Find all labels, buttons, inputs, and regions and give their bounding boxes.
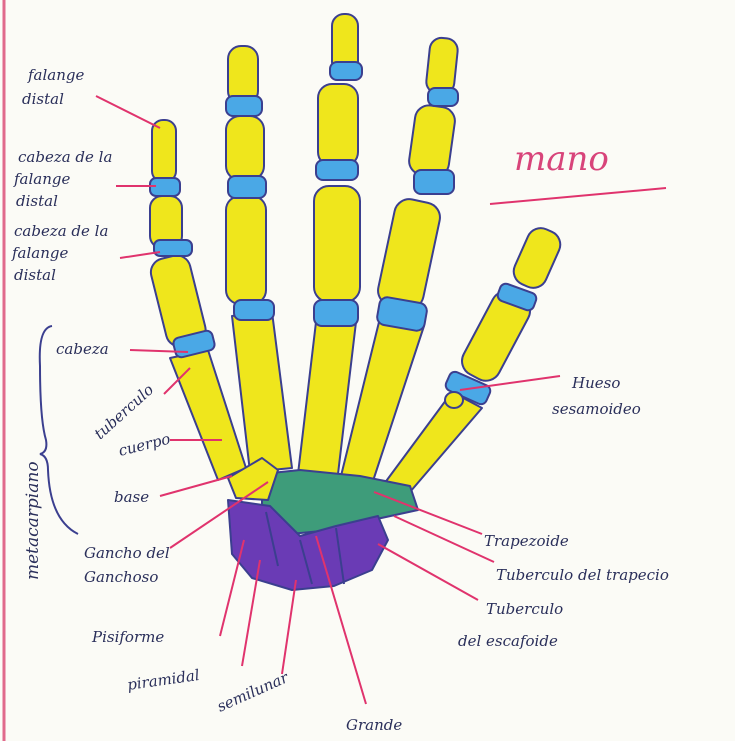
joint-finger3-b [316, 160, 358, 180]
label-cabeza: cabeza [56, 340, 109, 358]
label-tuberculo: tuberculo [91, 381, 157, 443]
finger2-middle [407, 104, 456, 179]
label-pisiforme: Pisiforme [91, 628, 164, 646]
label-tuberculo-escafoides: Tuberculo del escafoide [458, 600, 568, 650]
joint-finger2-a [428, 88, 458, 106]
finger3-middle [318, 84, 358, 166]
joint-finger4-a [226, 96, 262, 116]
finger4-proximal [226, 196, 266, 304]
thumb-distal [509, 224, 564, 293]
label-metacarpiano: metacarpiano [23, 461, 43, 580]
finger2-proximal [375, 196, 442, 311]
sesamoid-bone [445, 392, 463, 408]
label-gancho: Gancho del Ganchoso [84, 544, 175, 586]
finger2-distal [425, 37, 459, 96]
label-base: base [114, 488, 149, 506]
joint-finger4-b [228, 176, 266, 198]
label-hueso-sesamoideo: Hueso sesamoideo [552, 374, 641, 418]
label-cuerpo: cuerpo [117, 430, 173, 460]
joint-finger4-c [234, 300, 274, 320]
finger4-middle [226, 116, 264, 180]
label-cabeza-falange-1: cabeza de la falange distal [13, 148, 117, 210]
finger3-proximal [314, 186, 360, 302]
label-tuberculo-trapecio: Tuberculo del trapecio [496, 566, 669, 584]
title-underline [490, 188, 666, 204]
hand-skeleton [148, 14, 565, 590]
label-falange-distal: falange distal [22, 66, 89, 108]
label-trapezoide: Trapezoide [484, 532, 569, 550]
joint-finger5-b [154, 240, 192, 256]
metacarpal-5 [170, 350, 246, 480]
metacarpal-1 [384, 392, 482, 492]
label-cabeza-falange-2: cabeza de la falange distal [11, 222, 113, 284]
label-grande: Grande [346, 716, 402, 734]
diagram-title: mano [514, 139, 609, 179]
label-semilunar: semilunar [214, 668, 291, 716]
joint-finger2-b [414, 170, 454, 194]
finger5-distal [152, 120, 176, 182]
joint-finger3-a [330, 62, 362, 80]
metacarpal-4 [232, 312, 292, 472]
joint-finger3-c [314, 300, 358, 326]
label-piramidal: piramidal [126, 666, 201, 694]
